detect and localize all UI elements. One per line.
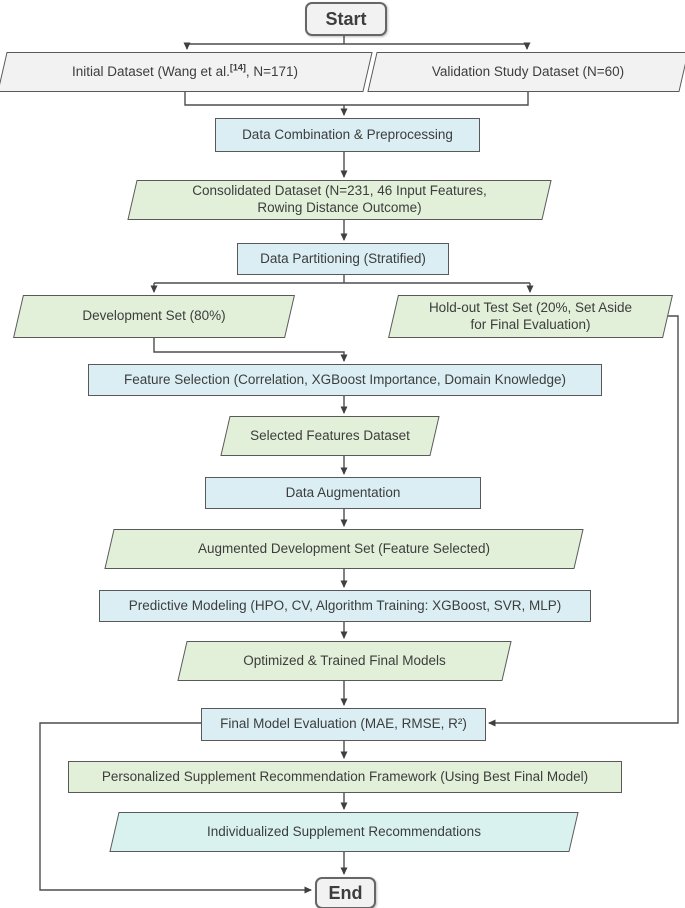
label-text: Initial Dataset (Wang et al.: [72, 63, 230, 79]
node-label: Individualized Supplement Recommendation…: [207, 823, 481, 839]
node-data-partitioning: Data Partitioning (Stratified): [237, 243, 449, 275]
node-start: Start: [305, 2, 387, 36]
citation-superscript: [14]: [229, 62, 246, 73]
node-consolidated-dataset: Consolidated Dataset (N=231, 46 Input Fe…: [127, 180, 552, 220]
node-individualized-recs: Individualized Supplement Recommendation…: [109, 812, 579, 852]
label-text: , N=171): [245, 63, 298, 79]
node-data-augmentation: Data Augmentation: [205, 477, 481, 509]
node-label: Data Combination & Preprocessing: [242, 126, 453, 142]
node-holdout-test-set: Hold-out Test Set (20%, Set Aside for Fi…: [388, 295, 673, 338]
node-label: Selected Features Dataset: [250, 427, 410, 443]
node-end: End: [315, 877, 376, 908]
node-label: End: [328, 882, 363, 903]
node-label: Initial Dataset (Wang et al.[14], N=171): [58, 62, 312, 81]
node-initial-dataset: Initial Dataset (Wang et al.[14], N=171): [0, 52, 373, 92]
node-development-set: Development Set (80%): [13, 295, 295, 338]
node-label: Data Partitioning (Stratified): [260, 250, 426, 266]
node-label: Validation Study Dataset (N=60): [431, 63, 625, 79]
node-personalized-framework: Personalized Supplement Recommendation F…: [68, 761, 622, 793]
node-feature-selection: Feature Selection (Correlation, XGBoost …: [88, 364, 602, 396]
node-augmented-dev-set: Augmented Development Set (Feature Selec…: [104, 529, 584, 569]
node-label: Hold-out Test Set (20%, Set Aside for Fi…: [428, 299, 633, 332]
node-label: Data Augmentation: [285, 484, 401, 500]
node-label: Augmented Development Set (Feature Selec…: [198, 540, 490, 556]
node-label: Personalized Supplement Recommendation F…: [101, 768, 589, 784]
node-label: Development Set (80%): [82, 308, 226, 324]
node-optimized-models: Optimized & Trained Final Models: [177, 641, 512, 681]
node-selected-features: Selected Features Dataset: [220, 416, 440, 456]
node-label: Start: [325, 8, 367, 29]
node-validation-dataset: Validation Study Dataset (N=60): [367, 52, 685, 92]
node-final-evaluation: Final Model Evaluation (MAE, RMSE, R²): [201, 708, 486, 741]
node-label: Feature Selection (Correlation, XGBoost …: [124, 371, 566, 387]
node-label: Predictive Modeling (HPO, CV, Algorithm …: [128, 597, 562, 613]
node-label: Consolidated Dataset (N=231, 46 Input Fe…: [192, 183, 487, 215]
node-data-combination: Data Combination & Preprocessing: [215, 118, 480, 152]
node-predictive-modeling: Predictive Modeling (HPO, CV, Algorithm …: [99, 590, 591, 622]
node-label: Optimized & Trained Final Models: [243, 652, 446, 668]
node-label: Final Model Evaluation (MAE, RMSE, R²): [220, 716, 467, 732]
